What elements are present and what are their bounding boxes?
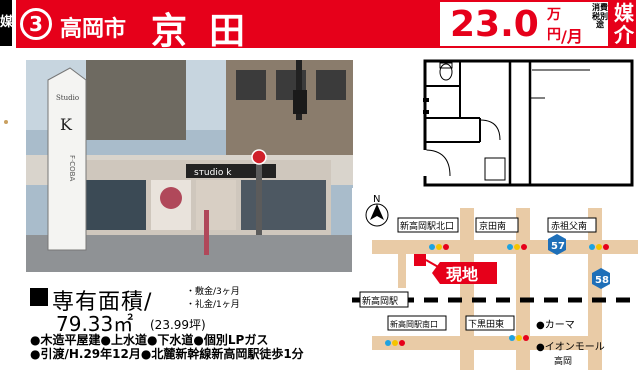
floor-area-value: 79.33㎡: [56, 312, 134, 336]
shop-sign: sтudio k: [194, 168, 232, 178]
map-label-takaoka: 高岡: [554, 355, 572, 367]
sign-top-text: Studio: [56, 94, 79, 102]
floor-plan-drawing: [423, 59, 634, 187]
map-label-akasofuminami: 赤祖父南: [551, 220, 587, 232]
price-unit-man: 万: [547, 7, 561, 23]
map-label-shimokurodahigashi: 下黒田東: [468, 318, 504, 330]
map-label-aeon: ●イオンモール: [536, 341, 605, 353]
notes-line-1: ●木造平屋建●上水道●下水道●個別LPガス: [30, 333, 269, 347]
floor-area-label: 専有面積/: [52, 290, 153, 315]
sign-letter: K: [60, 115, 73, 134]
notes-line-2: ●引渡/H.29年12月●北麓新幹線新高岡駅徒歩1分: [30, 347, 304, 361]
deposit-text: ・敷金/3ヶ月: [186, 287, 240, 297]
city-name: 高岡市: [60, 17, 127, 42]
area-map: N 新高岡駅北口 京田南 赤祖父南 新高岡駅 新高岡駅南口 下黒田東 57 58…: [352, 188, 638, 370]
route-58-label: 58: [595, 275, 609, 286]
right-page-edge: [638, 0, 643, 371]
map-label-shintakaoka: 新高岡駅: [362, 295, 398, 307]
property-photo: sтudio k Studio K F·COBA: [26, 60, 353, 272]
traffic-lights: [385, 244, 609, 346]
map-label-shintakaoka-kita: 新高岡駅北口: [400, 220, 454, 232]
map-label-shintakaoka-minami: 新高岡駅南口: [390, 319, 438, 329]
compass-label: N: [373, 194, 380, 205]
left-page-edge: 媒: [0, 0, 13, 371]
sign-bottom-text: F·COBA: [68, 155, 76, 181]
storefront-illustration: sтudio k Studio K F·COBA: [26, 60, 353, 272]
site-marker-label: 現地: [446, 265, 478, 284]
route-57-label: 57: [551, 241, 565, 252]
listing-number: 3: [20, 8, 52, 40]
broker-type: 媒介: [614, 1, 634, 47]
map-label-kama: ●カーマ: [536, 319, 575, 331]
price-unit-yen: 円: [547, 27, 561, 43]
location-map: N 新高岡駅北口 京田南 赤祖父南 新高岡駅 新高岡駅南口 下黒田東 57 58…: [352, 188, 638, 370]
deposit-terms: ・敷金/3ヶ月 ・礼金/1ヶ月: [186, 286, 240, 312]
price-per-month: /月: [561, 27, 583, 46]
adjacent-listing-tab: 媒: [0, 0, 13, 46]
rent-price: 23.0: [450, 4, 539, 45]
property-notes: ●木造平屋建●上水道●下水道●個別LPガス ●引渡/H.29年12月●北麓新幹線…: [30, 333, 304, 361]
town-name: 京田: [151, 11, 268, 52]
tax-note: 消費税別途: [592, 3, 608, 29]
floor-plan: [420, 58, 638, 188]
floor-area-tsubo: (23.99坪): [150, 318, 206, 332]
floor-area-block: 専有面積/ 79.33㎡ (23.99坪): [30, 284, 360, 336]
price-box: 23.0 万 円 /月 消費税別途: [440, 2, 608, 46]
map-label-kyodenminami: 京田南: [479, 220, 506, 232]
key-money-text: ・礼金/1ヶ月: [186, 300, 240, 310]
square-bullet-icon: [30, 288, 48, 306]
edge-mark: [4, 120, 8, 124]
listing-header: 3 高岡市 京田 23.0 万 円 /月 消費税別途 媒介: [16, 0, 636, 52]
